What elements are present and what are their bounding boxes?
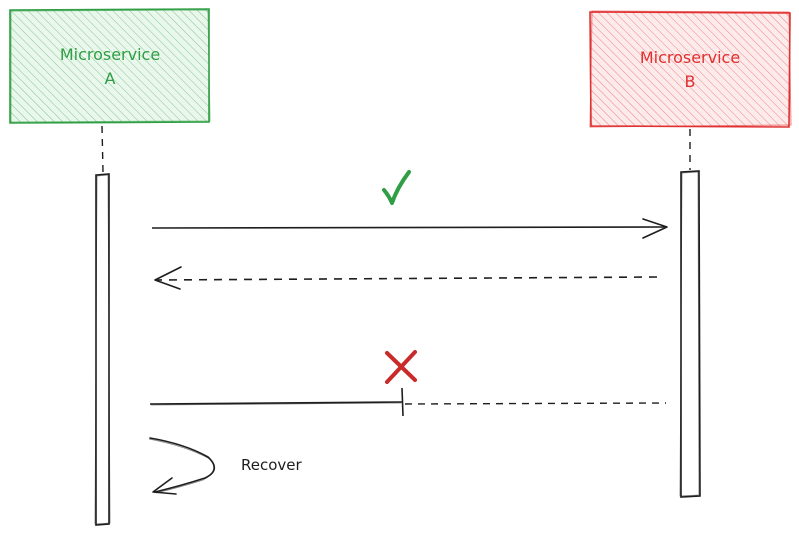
failure-terminator [401, 387, 404, 417]
recover-label: Recover [241, 456, 303, 474]
response-arrow [154, 266, 658, 290]
recover-arrow [148, 437, 216, 495]
lifeline-b [679, 170, 701, 498]
check-icon [382, 170, 411, 205]
participant-b-label-line2: B [685, 72, 696, 91]
participant-a-border [9, 8, 210, 124]
request-arrow-failed [149, 387, 667, 417]
participant-b-label-line1: Microservice [640, 48, 740, 67]
participant-b: Microservice B [589, 10, 792, 128]
request-arrow-success [151, 218, 668, 239]
participant-a-label-line2: A [105, 69, 116, 88]
lifeline-a [94, 173, 111, 526]
cross-icon [385, 350, 417, 384]
participant-a-label-line1: Microservice [60, 45, 160, 64]
participant-a-connector [101, 125, 104, 173]
participant-b-hatch [591, 12, 790, 126]
participant-a: Microservice A [9, 8, 211, 124]
participant-a-hatch [10, 10, 209, 122]
